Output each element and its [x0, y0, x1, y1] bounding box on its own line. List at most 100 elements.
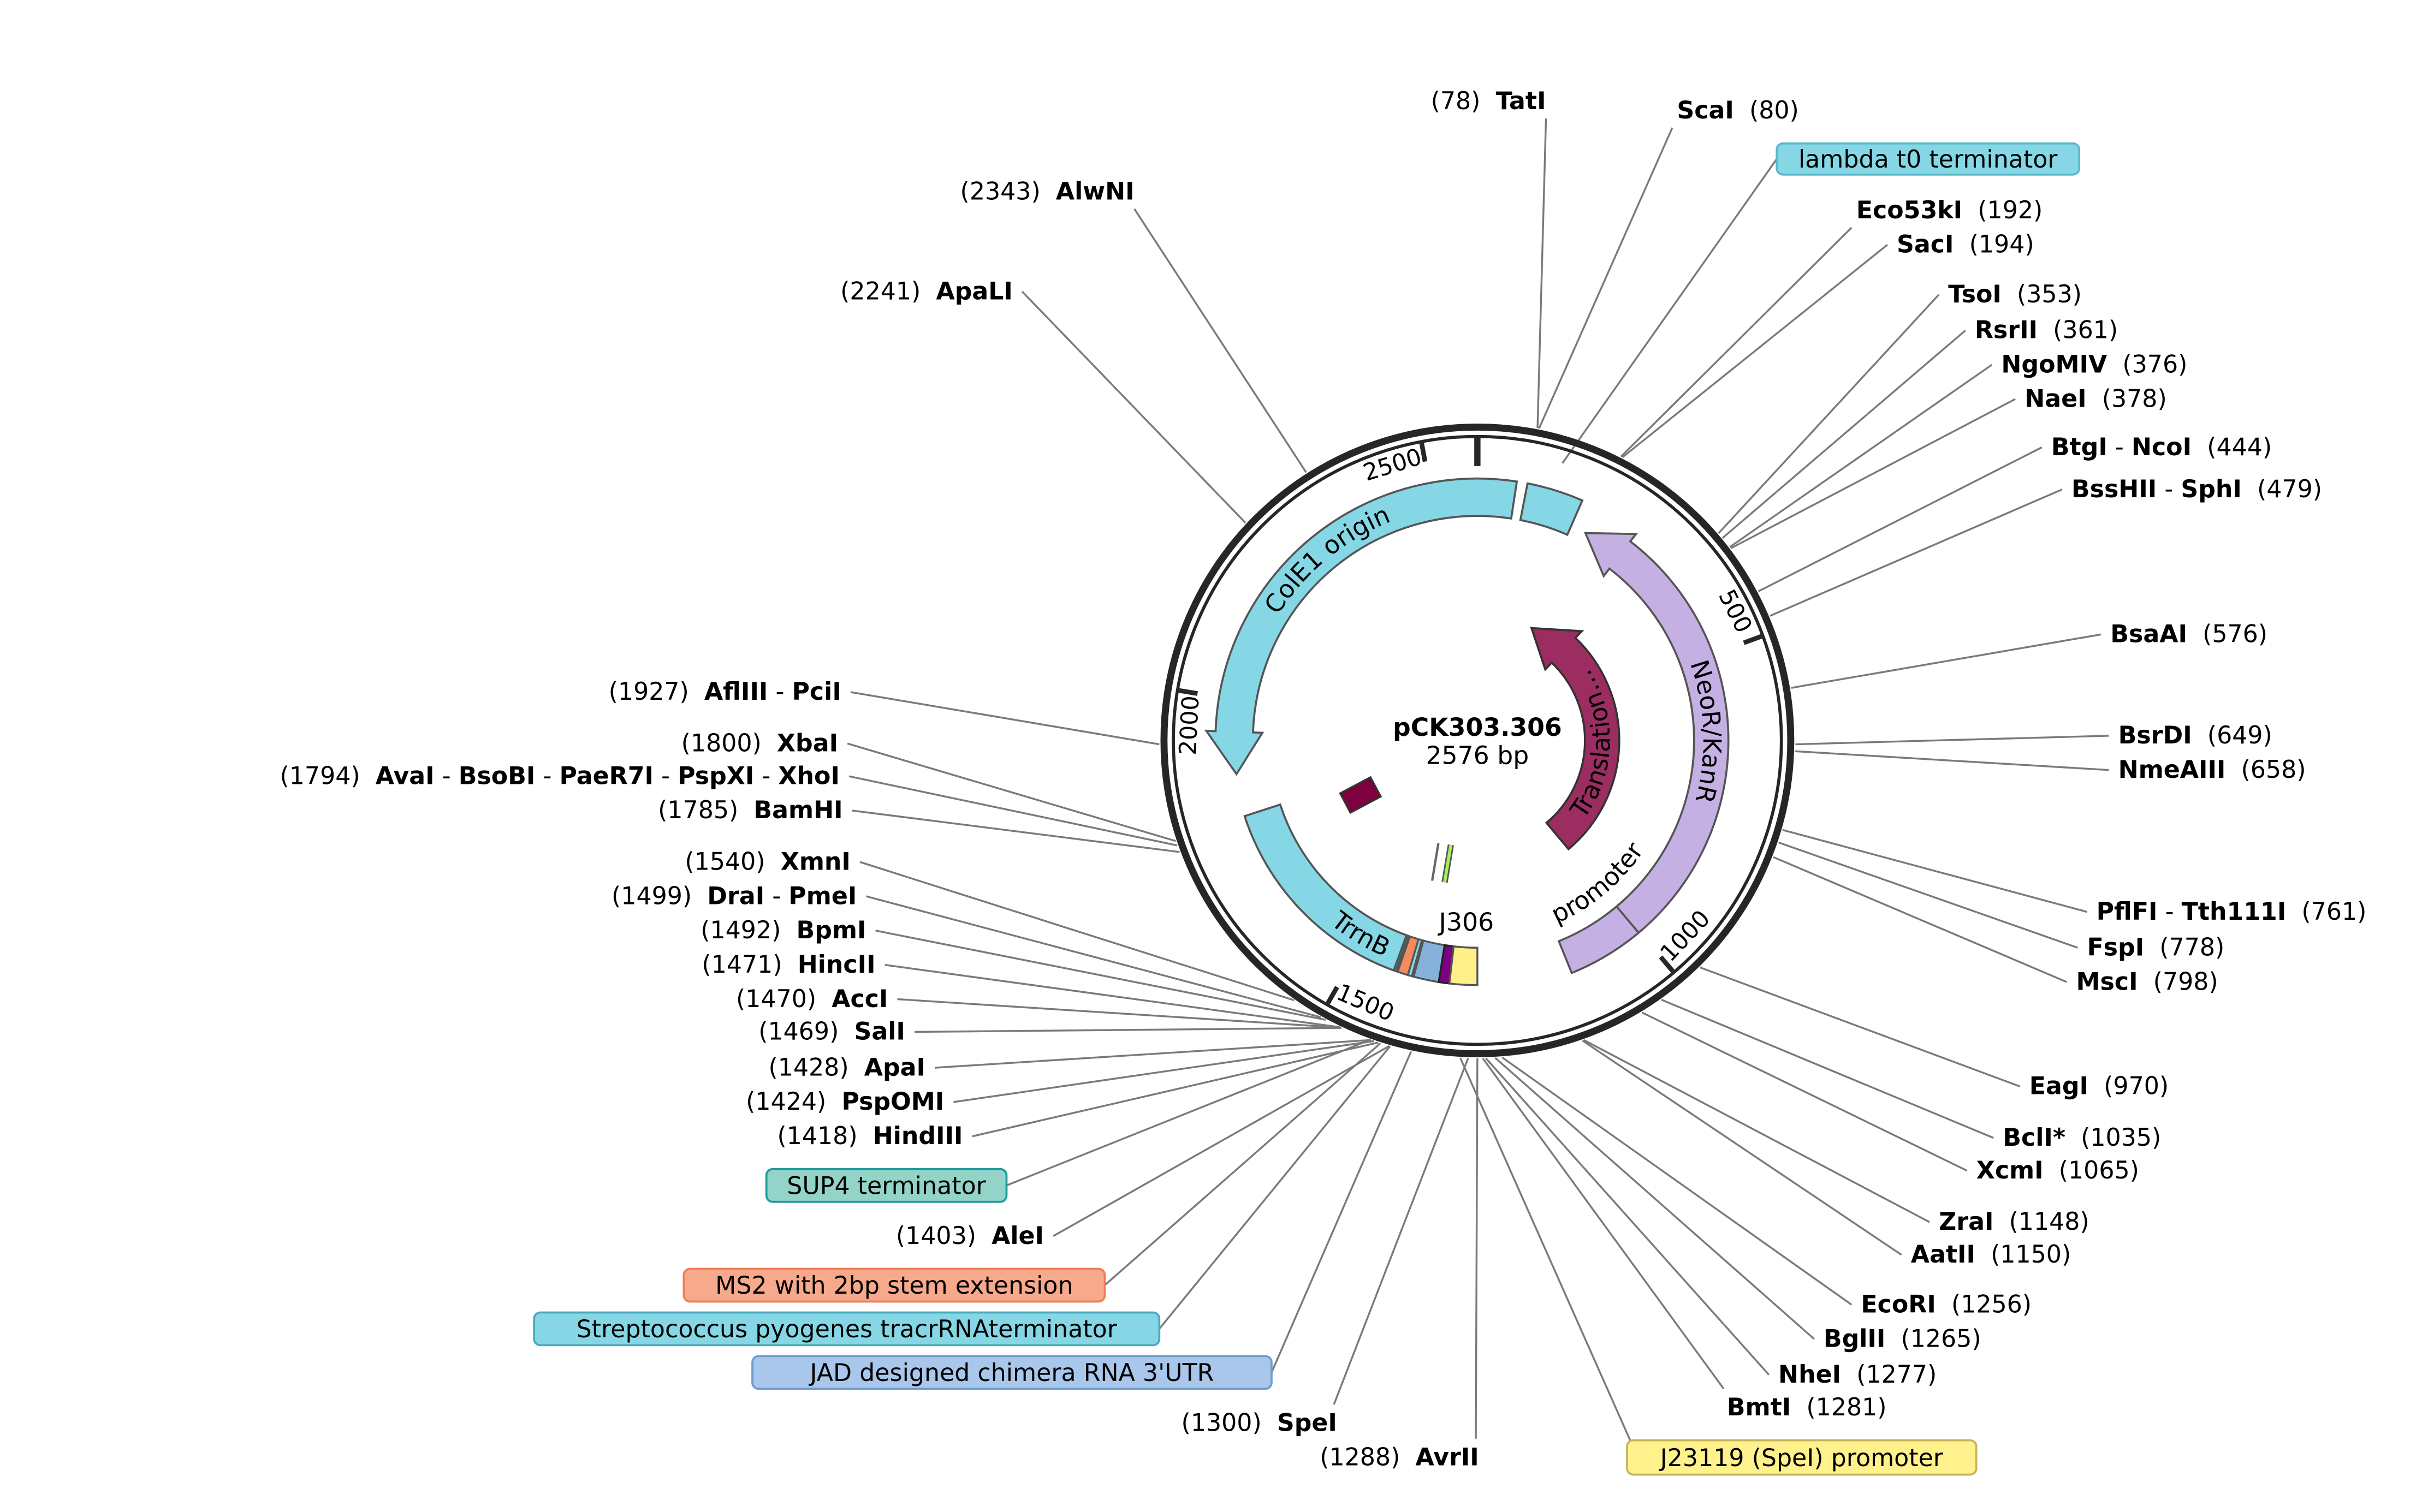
site-position: (1150) — [1975, 1241, 2071, 1269]
site-label[interactable]: BsaAI (576) — [2110, 621, 2267, 648]
enzyme-name: NaeI — [2025, 385, 2086, 413]
site-label[interactable]: PflFI - Tth111I (761) — [2097, 898, 2367, 926]
site-label[interactable]: XcmI (1065) — [1976, 1157, 2139, 1184]
enzyme-name: TsoI — [1948, 281, 2002, 308]
feature-label-box[interactable] — [1626, 1439, 1978, 1476]
site-label[interactable]: (1418) HindIII — [777, 1122, 963, 1150]
site-label[interactable]: BmtI (1281) — [1727, 1394, 1887, 1421]
site-label[interactable]: SacI (194) — [1897, 231, 2034, 259]
tick-mark — [1743, 634, 1762, 645]
site-label[interactable]: (1785) BamHI — [658, 796, 842, 824]
enzyme-name: NcoI — [2132, 433, 2192, 461]
site-label[interactable]: ZraI (1148) — [1939, 1208, 2089, 1236]
teal-segment[interactable] — [1392, 934, 1410, 973]
site-position: (1288) — [1320, 1443, 1415, 1471]
enzyme-name: ApaLI — [936, 277, 1012, 305]
enzyme-name: AvrII — [1415, 1443, 1479, 1471]
site-label[interactable]: (1470) AccI — [736, 985, 888, 1013]
site-leader-line — [1485, 1057, 1770, 1376]
site-label[interactable]: NaeI (378) — [2025, 385, 2167, 413]
feature-label-box[interactable] — [1776, 142, 2081, 176]
enzyme-name: BssHII — [2071, 475, 2157, 503]
site-label[interactable]: NheI (1277) — [1778, 1361, 1937, 1389]
tick-mark — [1659, 955, 1675, 973]
site-label[interactable]: FspI (778) — [2087, 934, 2224, 962]
name-separator: - — [2157, 475, 2181, 503]
site-position: (1281) — [1791, 1394, 1886, 1421]
feature-neor-kanr[interactable] — [1557, 532, 1730, 974]
blue-segment[interactable] — [1412, 939, 1446, 984]
enzyme-name: TatI — [1496, 87, 1546, 115]
site-label[interactable]: EagI (970) — [2029, 1073, 2169, 1100]
site-leader-line — [1721, 330, 1966, 539]
enzyme-name: PspOMI — [841, 1088, 944, 1116]
site-label[interactable]: (1469) SalI — [758, 1018, 905, 1046]
enzyme-name: BpmI — [796, 916, 866, 944]
site-label[interactable]: (2241) ApaLI — [840, 277, 1013, 305]
site-leader-line — [1661, 998, 1994, 1139]
feature-lambda-t0-terminator[interactable] — [1519, 482, 1584, 537]
enzyme-name: ZraI — [1939, 1208, 1993, 1236]
site-label[interactable]: BsrDI (649) — [2118, 722, 2272, 749]
site-label[interactable]: (1428) ApaI — [768, 1053, 925, 1081]
site-leader-line — [1641, 1011, 1968, 1172]
site-position: (1256) — [1936, 1290, 2032, 1318]
enzyme-name: BamHI — [753, 796, 842, 824]
feature-label-box[interactable] — [765, 1168, 1008, 1203]
feature-label-box[interactable] — [751, 1355, 1273, 1390]
enzyme-name: AflIII — [704, 678, 768, 706]
site-label[interactable]: (1499) DraI - PmeI — [612, 882, 857, 910]
feature-trrnb[interactable] — [1243, 803, 1408, 972]
enzyme-name: XbaI — [777, 729, 838, 757]
site-label[interactable]: (78) TatI — [1431, 87, 1546, 115]
enzyme-name: PmeI — [788, 882, 857, 910]
enzyme-name: EcoRI — [1861, 1290, 1936, 1318]
site-label[interactable]: NmeAIII (658) — [2118, 756, 2306, 784]
site-label[interactable]: MscI (798) — [2076, 968, 2218, 996]
feature-label-text: Streptococcus pyogenes tracrRNAterminato… — [577, 1315, 1118, 1343]
site-label[interactable]: Eco53kI (192) — [1856, 197, 2043, 224]
site-leader-line — [1482, 1057, 1725, 1390]
site-leader-line — [1620, 227, 1853, 457]
site-leader-line — [852, 809, 1180, 853]
feature-leader-line — [1006, 1039, 1371, 1187]
feature-label-box[interactable] — [533, 1311, 1161, 1347]
site-label[interactable]: TsoI (353) — [1948, 281, 2082, 308]
site-label[interactable]: (1492) BpmI — [700, 916, 866, 944]
site-label[interactable]: NgoMIV (376) — [2001, 351, 2187, 379]
feature-translation[interactable] — [1530, 627, 1620, 851]
site-label[interactable]: BtgI - NcoI (444) — [2051, 433, 2272, 461]
site-label[interactable]: (1794) AvaI - BsoBI - PaeR7I - PspXI - X… — [280, 762, 840, 790]
site-label[interactable]: (1288) AvrII — [1320, 1443, 1479, 1471]
site-label[interactable]: (1927) AflIII - PciI — [609, 678, 841, 706]
enzyme-name: PspXI — [678, 762, 754, 790]
site-leader-line — [1718, 294, 1940, 534]
yellow-segment[interactable] — [1448, 945, 1479, 986]
site-position: (2241) — [840, 277, 936, 305]
feature-label-box[interactable] — [682, 1267, 1106, 1303]
feature-line-green[interactable] — [1443, 844, 1453, 883]
feature-cole1-origin[interactable] — [1204, 477, 1518, 776]
site-label[interactable]: RsrII (361) — [1975, 317, 2118, 344]
site-label[interactable]: (1403) AleI — [896, 1222, 1044, 1250]
enzyme-name: ApaI — [864, 1053, 925, 1081]
feature-label-text: SUP4 terminator — [787, 1172, 986, 1200]
feature-small-maroon[interactable] — [1339, 776, 1382, 814]
site-label[interactable]: BssHII - SphI (479) — [2071, 475, 2322, 503]
site-label[interactable]: (1424) PspOMI — [746, 1088, 944, 1116]
feature-leader-line — [1271, 1051, 1412, 1373]
site-label[interactable]: (2343) AlwNI — [960, 178, 1135, 206]
site-label[interactable]: EcoRI (1256) — [1861, 1290, 2032, 1318]
site-label[interactable]: (1471) HincII — [702, 951, 875, 979]
enzyme-name: AlwNI — [1056, 178, 1135, 206]
site-leader-line — [875, 930, 1326, 1021]
site-label[interactable]: AatII (1150) — [1911, 1241, 2071, 1269]
site-label[interactable]: (1300) SpeI — [1182, 1409, 1337, 1437]
site-label[interactable]: BglII (1265) — [1824, 1325, 1981, 1353]
site-label[interactable]: BclI* (1035) — [2003, 1124, 2161, 1152]
site-label[interactable]: ScaI (80) — [1677, 97, 1798, 124]
site-leader-line — [1782, 829, 2087, 913]
site-label[interactable]: (1540) XmnI — [685, 848, 850, 876]
site-label[interactable]: (1800) XbaI — [681, 729, 838, 757]
